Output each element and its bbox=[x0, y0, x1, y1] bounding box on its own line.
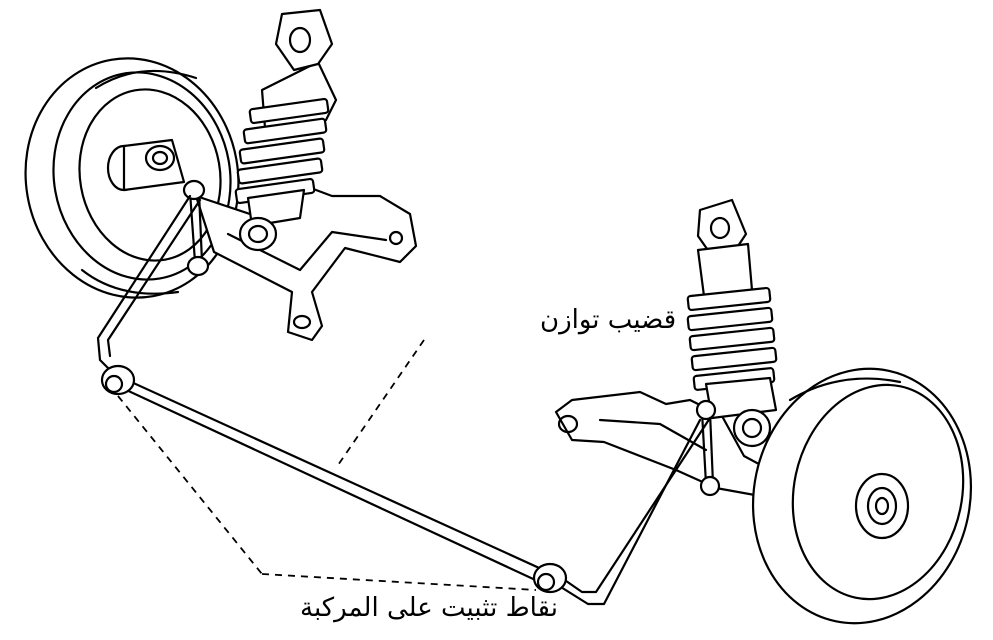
right-drop-link bbox=[695, 399, 721, 497]
leader-lines bbox=[117, 339, 537, 591]
left-strut bbox=[234, 8, 338, 252]
left-control-arm bbox=[194, 182, 418, 342]
mounting-bushing-right bbox=[532, 562, 568, 594]
stabilizer-bar-label: قضيب توازن bbox=[540, 305, 676, 335]
right-strut bbox=[686, 198, 778, 448]
mounting-points-label: نقاط تثبيت على المركبة bbox=[300, 593, 558, 623]
right-wheel bbox=[751, 367, 973, 625]
left-drop-link bbox=[182, 179, 210, 277]
stabilizer-bar bbox=[96, 194, 712, 606]
left-hub bbox=[106, 138, 186, 192]
mounting-bushing-left bbox=[100, 364, 136, 396]
